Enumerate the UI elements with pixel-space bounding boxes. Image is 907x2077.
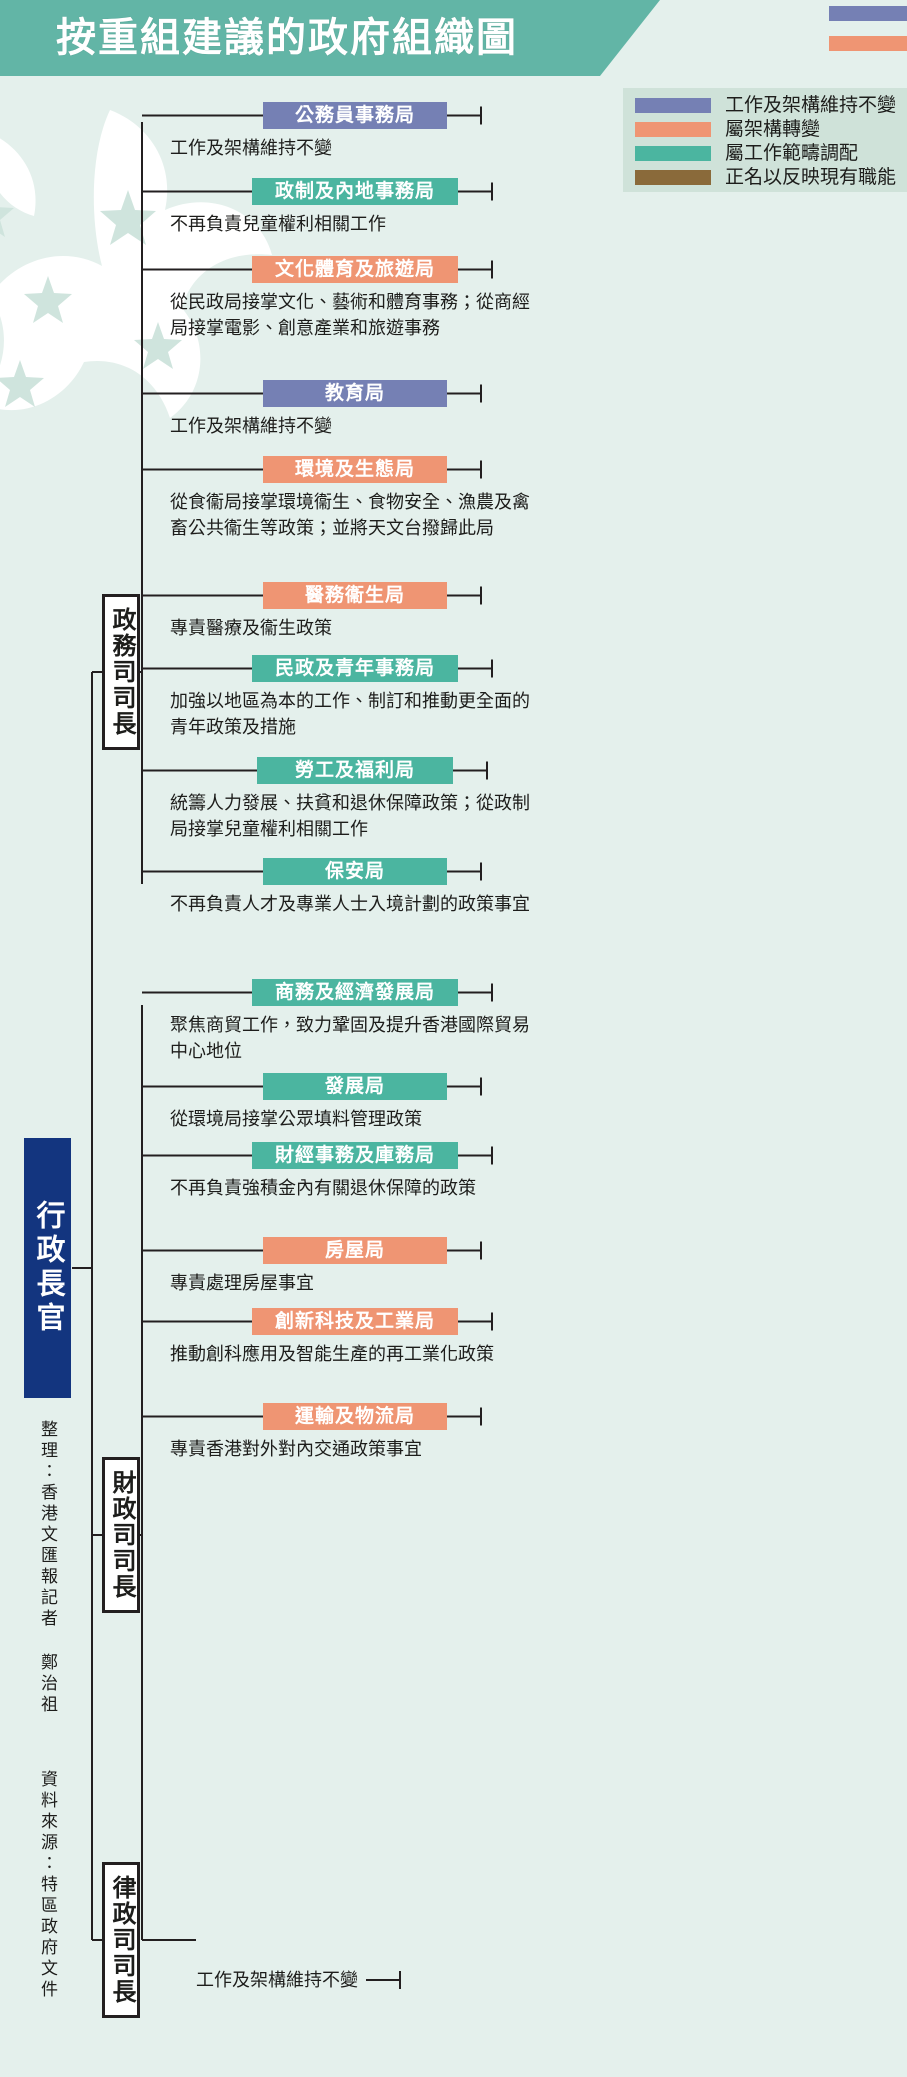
- dept-5-desc: 專責醫療及衞生政策: [170, 618, 332, 638]
- legend-label-1: 屬架構轉變: [725, 119, 821, 140]
- dept-9-title: 商務及經濟發展局: [252, 979, 458, 1006]
- dept-3-desc: 工作及架構維持不變: [170, 416, 332, 436]
- legend-swatch-2: [635, 146, 711, 161]
- header-shape-angled: [0, 0, 660, 76]
- legend-label-3: 正名以反映現有職能: [725, 167, 897, 188]
- legend-item-1: 屬架構轉變: [623, 118, 907, 141]
- dept-1-desc: 不再負責兒童權利相關工作: [170, 214, 386, 234]
- legend-swatch-1: [635, 122, 711, 137]
- dept-13[interactable]: 創新科技及工業局 推動創科應用及智能生產的再工業化政策: [170, 1308, 540, 1367]
- dept-13-desc: 推動創科應用及智能生產的再工業化政策: [170, 1344, 494, 1364]
- page-title: 按重組建議的政府組織圖: [56, 16, 518, 60]
- credit-reporter: 整理：香港文匯報記者 鄭治祖: [38, 1420, 57, 1716]
- dept-12-title: 房屋局: [263, 1237, 447, 1264]
- dept-11[interactable]: 財經事務及庫務局 不再負責強積金內有關退休保障的政策: [170, 1142, 540, 1201]
- dept-8-title: 保安局: [263, 858, 447, 885]
- dept-7-desc: 統籌人力發展、扶貧和退休保障政策；從政制局接掌兒童權利相關工作: [170, 793, 530, 839]
- header-swatch-blue: [829, 6, 907, 21]
- dept-12[interactable]: 房屋局 專責處理房屋事宜: [170, 1237, 540, 1296]
- header-swatch-orange: [829, 36, 907, 51]
- dept-11-title: 財經事務及庫務局: [252, 1142, 458, 1169]
- dept-7-title: 勞工及福利局: [257, 757, 453, 784]
- dept-4-title: 環境及生態局: [263, 456, 447, 483]
- justice-description: 工作及架構維持不變: [196, 1970, 358, 1990]
- dept-1-title: 政制及內地事務局: [252, 178, 458, 205]
- legend-item-2: 屬工作範疇調配: [623, 142, 907, 165]
- dept-8-desc: 不再負責人才及專業人士入境計劃的政策事宜: [170, 894, 530, 914]
- chief-executive-box[interactable]: 行政長官: [24, 1138, 71, 1398]
- dept-6-desc: 加強以地區為本的工作、制訂和推動更全面的青年政策及措施: [170, 691, 530, 737]
- dept-3[interactable]: 教育局 工作及架構維持不變: [170, 380, 540, 439]
- dept-1[interactable]: 政制及內地事務局 不再負責兒童權利相關工作: [170, 178, 540, 237]
- legend: 工作及架構維持不變 屬架構轉變 屬工作範疇調配 正名以反映現有職能: [623, 88, 907, 192]
- dept-0-desc: 工作及架構維持不變: [170, 138, 332, 158]
- dept-13-title: 創新科技及工業局: [252, 1308, 458, 1335]
- dept-5-title: 醫務衞生局: [263, 582, 447, 609]
- dept-9-desc: 聚焦商貿工作，致力鞏固及提升香港國際貿易中心地位: [170, 1015, 530, 1061]
- dept-6[interactable]: 民政及青年事務局 加強以地區為本的工作、制訂和推動更全面的青年政策及措施: [170, 655, 540, 740]
- dept-10[interactable]: 發展局 從環境局接掌公眾填料管理政策: [170, 1073, 540, 1132]
- dept-14-title: 運輸及物流局: [263, 1403, 447, 1430]
- dept-7[interactable]: 勞工及福利局 統籌人力發展、扶貧和退休保障政策；從政制局接掌兒童權利相關工作: [170, 757, 540, 842]
- dept-2-desc: 從民政局接掌文化、藝術和體育事務；從商經局接掌電影、創意產業和旅遊事務: [170, 292, 530, 338]
- legend-label-2: 屬工作範疇調配: [725, 143, 859, 164]
- header-band: 按重組建議的政府組織圖: [0, 0, 907, 76]
- dept-0[interactable]: 公務員事務局 工作及架構維持不變: [170, 102, 540, 161]
- dept-4-desc: 從食衞局接掌環境衞生、食物安全、漁農及禽畜公共衞生等政策；並將天文台撥歸此局: [170, 492, 530, 538]
- dept-10-title: 發展局: [263, 1073, 447, 1100]
- secretary-box-secretary-for-justice[interactable]: 律政司司長: [102, 1862, 140, 2018]
- dept-10-desc: 從環境局接掌公眾填料管理政策: [170, 1109, 422, 1129]
- legend-swatch-0: [635, 98, 711, 113]
- legend-item-0: 工作及架構維持不變: [623, 94, 907, 117]
- legend-swatch-3: [635, 170, 711, 185]
- dept-3-title: 教育局: [263, 380, 447, 407]
- dept-2-title: 文化體育及旅遊局: [252, 256, 458, 283]
- dept-6-title: 民政及青年事務局: [252, 655, 458, 682]
- dept-8[interactable]: 保安局 不再負責人才及專業人士入境計劃的政策事宜: [170, 858, 540, 917]
- secretary-box-chief-secretary[interactable]: 政務司司長: [102, 594, 140, 750]
- dept-5[interactable]: 醫務衞生局 專責醫療及衞生政策: [170, 582, 540, 641]
- dept-12-desc: 專責處理房屋事宜: [170, 1273, 314, 1293]
- dept-14-desc: 專責香港對外對內交通政策事宜: [170, 1439, 422, 1459]
- dept-2[interactable]: 文化體育及旅遊局 從民政局接掌文化、藝術和體育事務；從商經局接掌電影、創意產業和…: [170, 256, 540, 341]
- legend-label-0: 工作及架構維持不變: [725, 95, 897, 116]
- legend-item-3: 正名以反映現有職能: [623, 166, 907, 189]
- dept-4[interactable]: 環境及生態局 從食衞局接掌環境衞生、食物安全、漁農及禽畜公共衞生等政策；並將天文…: [170, 456, 540, 541]
- dept-0-title: 公務員事務局: [263, 102, 447, 129]
- dept-9[interactable]: 商務及經濟發展局 聚焦商貿工作，致力鞏固及提升香港國際貿易中心地位: [170, 979, 540, 1064]
- dept-14[interactable]: 運輸及物流局 專責香港對外對內交通政策事宜: [170, 1403, 540, 1462]
- dept-11-desc: 不再負責強積金內有關退休保障的政策: [170, 1178, 476, 1198]
- credit-source: 資料來源：特區政府文件: [38, 1770, 57, 2001]
- secretary-box-financial-secretary[interactable]: 財政司司長: [102, 1457, 140, 1613]
